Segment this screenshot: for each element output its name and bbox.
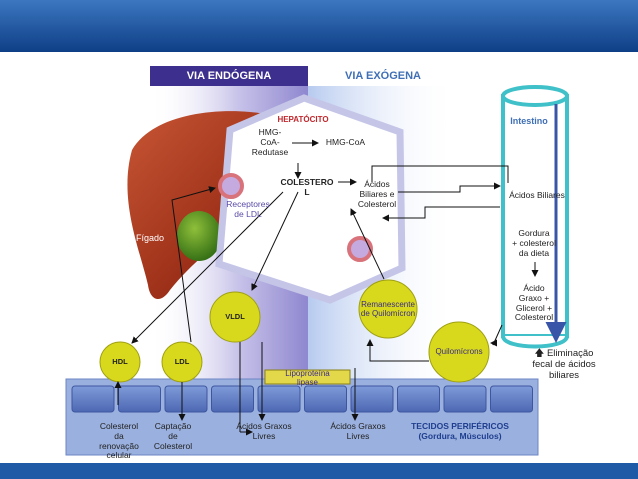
cell-renewal-label: Colesterol da renovação celular <box>99 421 139 461</box>
lipoprotein-lipase-box <box>264 369 351 385</box>
hdl-label: HDL <box>112 357 128 366</box>
cholesterol-uptake-label: Captação de Colesterol <box>153 421 193 451</box>
vldl-label: VLDL <box>225 312 245 321</box>
endogenous-header-bg <box>150 66 308 86</box>
vldl-particle <box>209 291 261 343</box>
exogenous-header-bg <box>308 66 458 86</box>
free-fatty-acids-left: Ácidos Graxos Livres <box>236 421 292 441</box>
tissue-cell <box>397 385 440 413</box>
remnant-receptor <box>347 236 373 262</box>
bile-acids-label: Ácidos Biliares <box>509 190 565 200</box>
lipoprotein-lipase-label: Lipoproteína lipase <box>285 369 330 388</box>
hmg-reductase-label: HMG- CoA- Redutase <box>251 127 289 157</box>
peripheral-tissues-label: TECIDOS PERIFÉRICOS (Gordura, Músculos) <box>411 421 509 441</box>
tissue-cell <box>443 385 487 413</box>
pathway-arrows <box>114 139 539 436</box>
elimination-label: 🡅 Eliminação fecal de ácidos biliares <box>512 348 616 382</box>
top-banner <box>0 0 638 52</box>
cholesterol-label: COLESTERO L <box>280 177 334 197</box>
remnant-label: Remanescente de Quilomícron <box>360 300 416 319</box>
tissue-cell <box>164 385 208 413</box>
hepatocyte-title: HEPATÓCITO <box>277 115 329 124</box>
endogenous-header: VIA ENDÓGENA <box>186 70 272 82</box>
up-arrow-icon: 🡅 <box>534 348 545 359</box>
tissue-cell <box>71 385 115 413</box>
elimination-text: Eliminação fecal de ácidos biliares <box>532 348 596 381</box>
liver-label: Fígado <box>135 233 165 243</box>
free-fatty-acids-right: Ácidos Graxos Livres <box>330 421 386 441</box>
chylomicron-label: Quilomícrons <box>435 347 483 356</box>
fatty-acid-glycerol-label: Ácido Graxo + Glicerol + Colesterol <box>514 283 554 323</box>
hmg-coa-label: HMG-CoA <box>325 137 366 147</box>
chylomicron-particle <box>428 321 490 383</box>
tissue-cell <box>490 385 533 413</box>
bile-acids-cholesterol-label: Ácidos Biliares e Colesterol <box>357 179 397 209</box>
tissue-cell <box>211 385 254 413</box>
tissue-cell <box>304 385 347 413</box>
exogenous-header: VIA EXÓGENA <box>345 70 421 82</box>
tissue-cells <box>71 385 533 413</box>
remnant-particle <box>358 279 418 339</box>
intestine-label: Intestino <box>510 116 548 126</box>
intestine-cylinder <box>501 85 569 349</box>
tissue-cell <box>257 385 301 413</box>
bottom-banner <box>0 463 638 479</box>
ldl-label: LDL <box>174 357 190 366</box>
gallbladder <box>177 211 221 261</box>
tissue-cell <box>350 385 394 413</box>
tissue-cell <box>118 385 161 413</box>
ldl-receptor <box>218 173 244 199</box>
diet-fat-label: Gordura + colesterol da dieta <box>512 228 556 258</box>
ldl-receptors-label: Receptores de LDL <box>226 199 270 219</box>
